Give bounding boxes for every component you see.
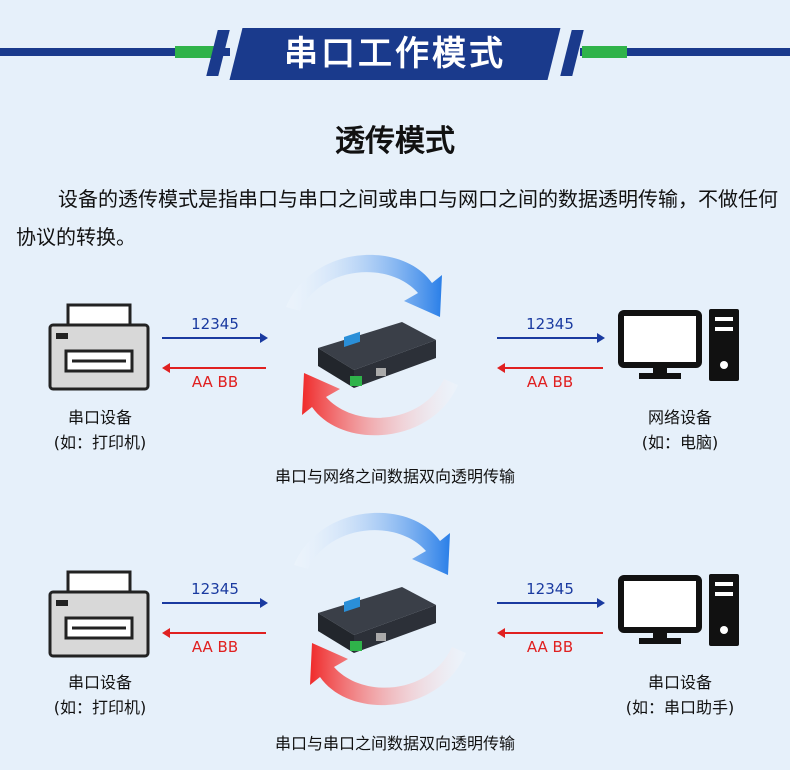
section-description: 设备的透传模式是指串口与串口之间或串口与网口之间的数据透明传输，不做任何协议的转…	[16, 187, 778, 249]
header-accent-left	[175, 46, 220, 58]
arrow-right-icon	[162, 598, 268, 608]
section-title: 透传模式	[335, 124, 455, 159]
gateway-device-icon	[318, 322, 436, 388]
left-recv-label: AA BB	[191, 373, 239, 391]
arrow-left-icon	[162, 363, 266, 373]
right-send-label: 12345	[526, 580, 574, 598]
arrow-left-icon	[497, 628, 603, 638]
arrow-right-icon	[497, 333, 605, 343]
left-recv-label: AA BB	[191, 638, 239, 656]
left-send-label: 12345	[191, 315, 239, 333]
cycle-arrows-icon	[294, 512, 466, 706]
cycle-arrows-icon	[286, 254, 458, 436]
right-device-label: 网络设备 (如：电脑)	[641, 408, 719, 452]
arrow-left-icon	[162, 628, 266, 638]
arrow-right-icon	[497, 598, 605, 608]
right-recv-label: AA BB	[526, 638, 574, 656]
printer-icon	[48, 570, 150, 658]
right-send-label: 12345	[526, 315, 574, 333]
header-title: 串口工作模式	[284, 34, 506, 74]
right-recv-label: AA BB	[526, 373, 574, 391]
left-device-label: 串口设备 (如：打印机)	[53, 408, 147, 452]
computer-icon	[618, 309, 739, 381]
header-line-left	[0, 48, 230, 56]
arrow-left-icon	[497, 363, 603, 373]
printer-icon	[48, 303, 150, 391]
left-device-label: 串口设备 (如：打印机)	[53, 673, 147, 717]
header-accent-right	[582, 46, 627, 58]
diagram-caption: 串口与串口之间数据双向透明传输	[274, 734, 515, 753]
header-line-right	[580, 48, 790, 56]
computer-icon	[618, 574, 739, 646]
gateway-device-icon	[318, 587, 436, 653]
left-send-label: 12345	[191, 580, 239, 598]
diagram-caption: 串口与网络之间数据双向透明传输	[274, 467, 515, 486]
arrow-right-icon	[162, 333, 268, 343]
right-device-label: 串口设备 (如：串口助手)	[625, 673, 735, 717]
